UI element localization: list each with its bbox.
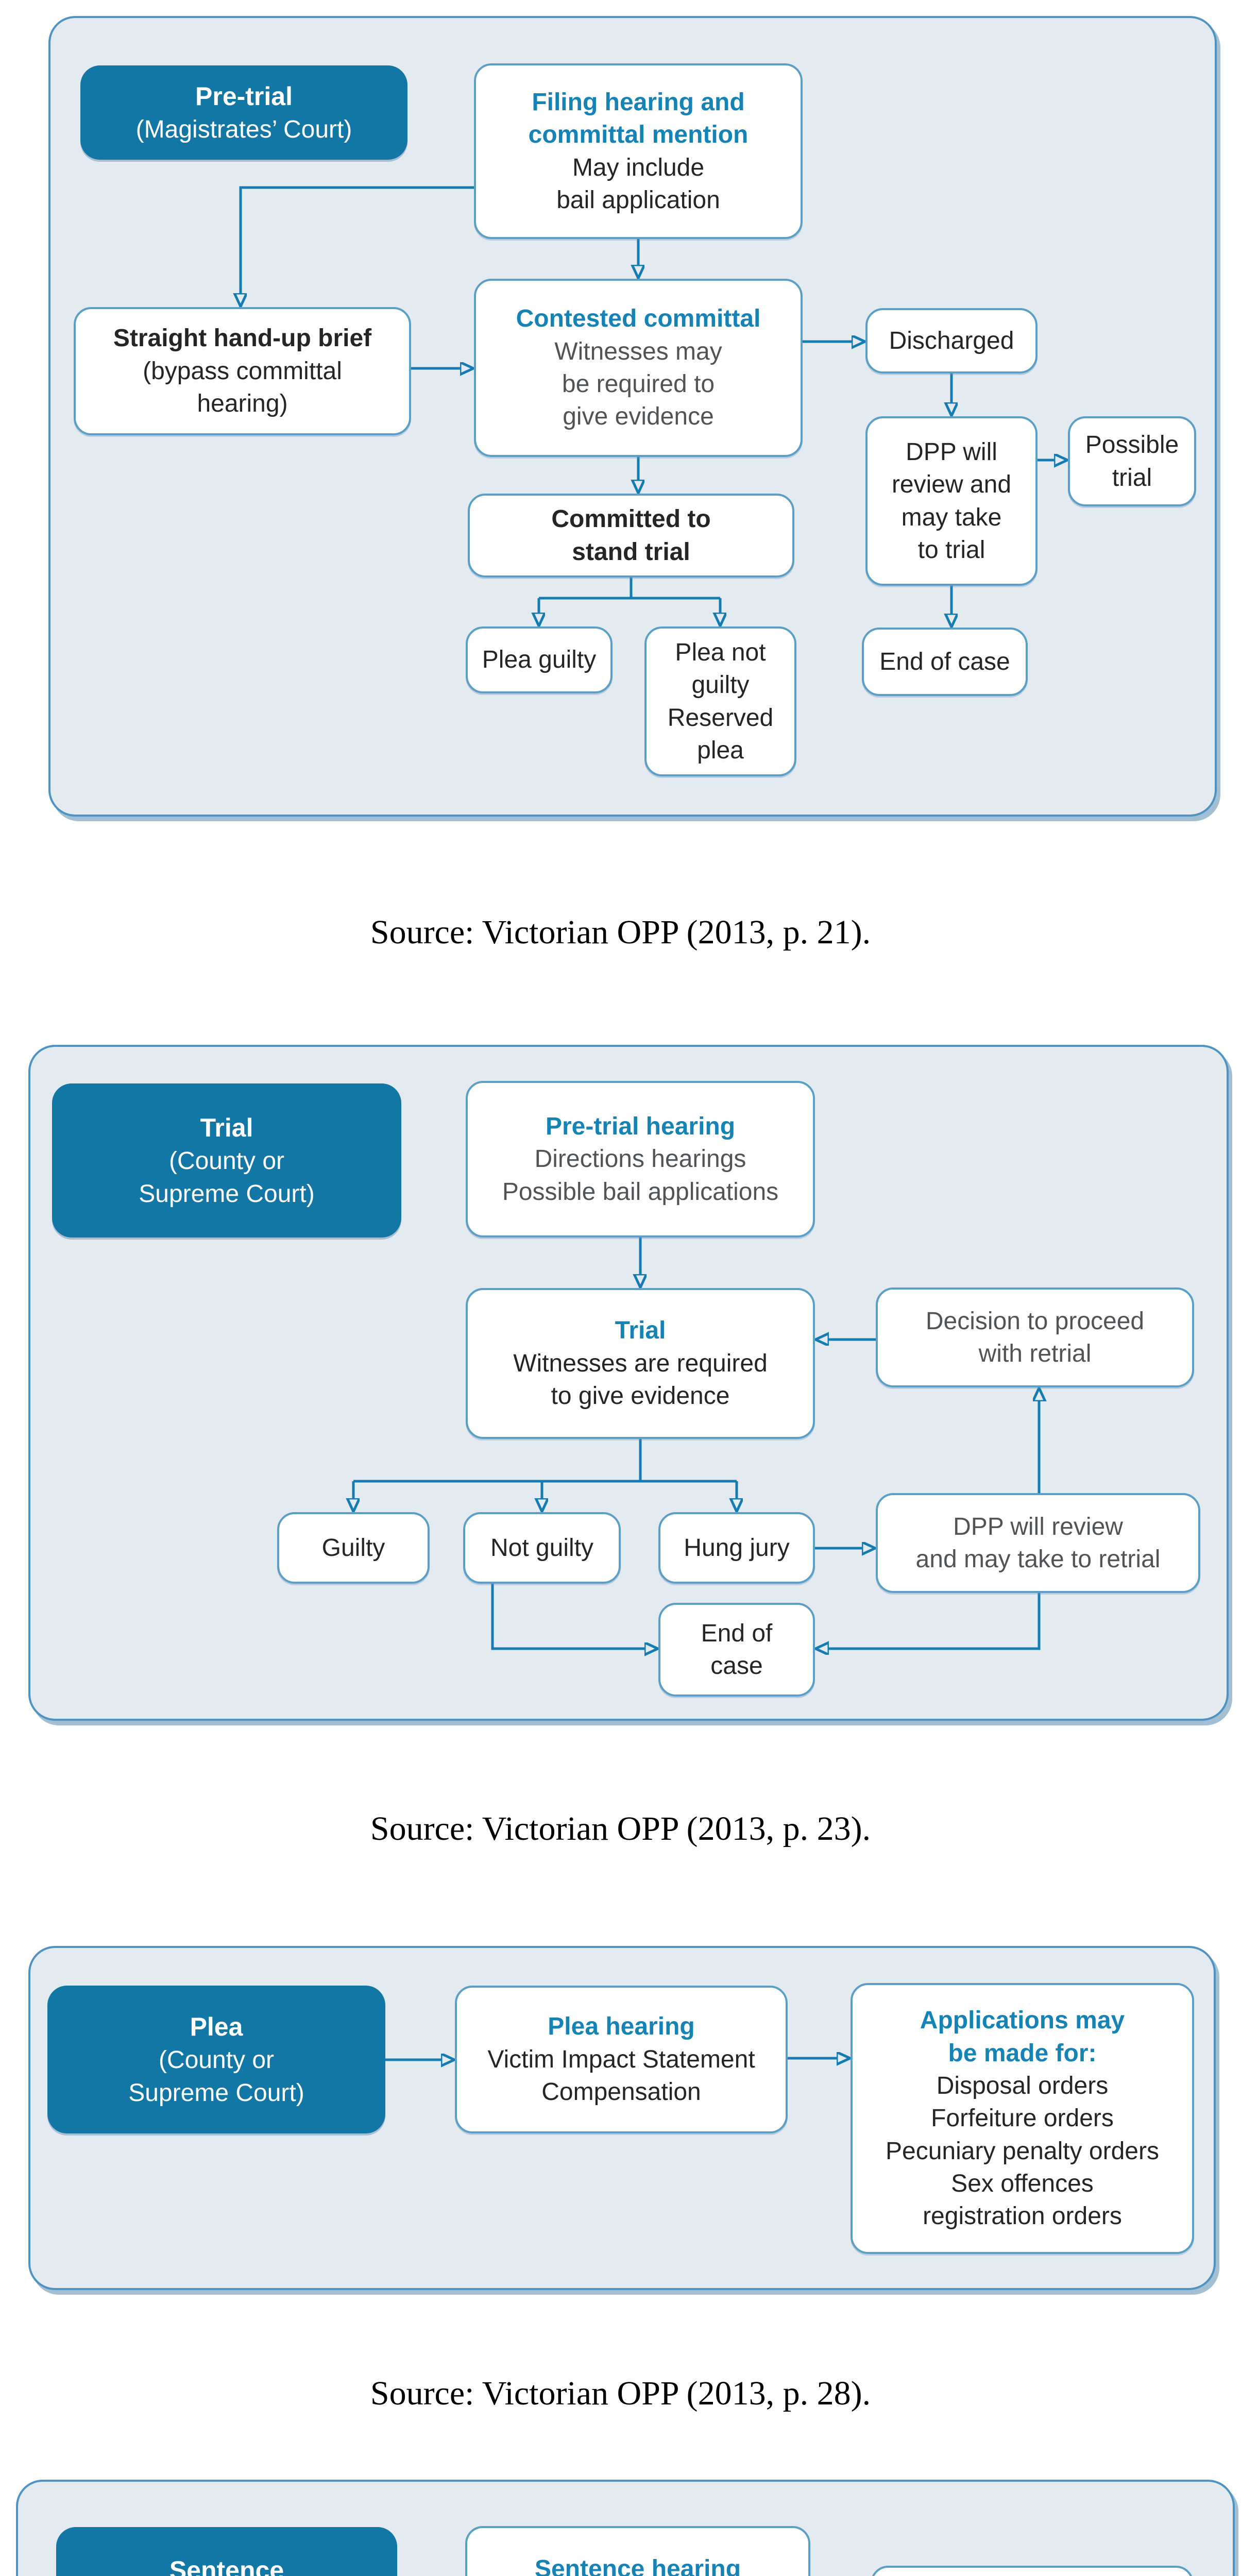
box-end-of-case: End of case [658,1603,815,1697]
box-body: Decision to proceed with retrial [925,1307,1145,1367]
stage-header-pretrial: Pre-trial (Magistrates’ Court) [80,65,407,160]
box-body: Discharged [889,327,1014,354]
source-caption-pretrial: Source: Victorian OPP (2013, p. 21). [370,913,871,951]
box-body: Possible trial [1085,431,1179,492]
box-dpp-review-may-take-to-trial: DPP will review and may take to trial [865,416,1038,586]
box-body: Not guilty [490,1534,594,1562]
box-plea-guilty: Plea guilty [466,626,613,693]
source-caption-plea: Source: Victorian OPP (2013, p. 28). [370,2375,871,2412]
box-body: Committed to stand trial [551,505,711,566]
box-heading: Contested committal [516,305,761,333]
box-trial-witnesses: Trial Witnesses are required to give evi… [466,1288,815,1439]
stage-subtitle: (Magistrates’ Court) [135,115,352,143]
box-possible-trial: Possible trial [1068,416,1196,506]
box-body: Guilty [321,1534,385,1562]
box-heading: Trial [615,1317,666,1345]
stage-title: Pre-trial [195,81,293,111]
box-guilty: Guilty [277,1512,430,1584]
stage-subtitle: (County or Supreme Court) [139,1147,315,1208]
box-applications-may-be-made-for: Applications may be made for: Disposal o… [851,1983,1194,2254]
box-body: May include bail application [556,154,720,214]
stage-header-plea: Plea (County or Supreme Court) [47,1986,385,2133]
box-body: Plea guilty [482,646,597,674]
box-dpp-review-may-take-to-retrial: DPP will review and may take to retrial [876,1493,1200,1593]
box-heading: Filing hearing and committal mention [528,88,749,149]
box-plea-not-guilty-reserved-plea: Plea not guilty Reserved plea [644,626,796,776]
box-end-of-case: End of case [871,2566,1194,2576]
stage-header-trial: Trial (County or Supreme Court) [52,1083,401,1238]
stage-title: Trial [200,1113,253,1143]
box-decision-to-proceed-with-retrial: Decision to proceed with retrial [876,1287,1194,1387]
stage-title: Plea [190,2012,243,2042]
box-body: Plea not guilty Reserved plea [667,638,774,764]
box-body: Victim Impact Statement Compensation [487,2045,755,2106]
box-heading: Applications may be made for: [920,2007,1125,2067]
box-body: End of case [701,1619,773,1680]
box-plea-hearing: Plea hearing Victim Impact Statement Com… [455,1986,788,2133]
stage-header-sentence: Sentence (County or Supreme Court) [56,2527,397,2576]
box-body: Hung jury [684,1534,790,1562]
box-heading: Straight hand-up brief [113,325,372,352]
box-body: DPP will review and may take to trial [891,438,1012,564]
box-heading: Pre-trial hearing [545,1112,736,1140]
box-filing-hearing-committal-mention: Filing hearing and committal mention May… [474,63,803,239]
box-heading: Sentence hearing [534,2555,741,2576]
box-hung-jury: Hung jury [658,1512,815,1584]
box-discharged: Discharged [865,308,1038,374]
box-body: DPP will review and may take to retrial [915,1513,1161,1573]
box-body: Directions hearings Possible bail applic… [502,1145,779,1206]
box-body: Witnesses may be required to give eviden… [554,337,722,431]
box-not-guilty: Not guilty [463,1512,621,1584]
box-straight-hand-up-brief: Straight hand-up brief (bypass committal… [74,307,411,435]
box-committed-to-stand-trial: Committed to stand trial [468,494,794,578]
box-body: Disposal orders Forfeiture orders Pecuni… [886,2072,1159,2230]
box-sentence-hearing: Sentence hearing Post sentence consider … [465,2526,810,2576]
box-pretrial-hearing: Pre-trial hearing Directions hearings Po… [466,1081,815,1238]
stage-title: Sentence [169,2556,284,2576]
box-body: (bypass committal hearing) [143,357,342,418]
box-body: End of case [879,648,1010,675]
box-body: Witnesses are required to give evidence [513,1349,768,1410]
box-contested-committal: Contested committal Witnesses may be req… [474,279,803,457]
source-caption-trial: Source: Victorian OPP (2013, p. 23). [370,1810,871,1848]
stage-subtitle: (County or Supreme Court) [128,2046,304,2107]
box-heading: Plea hearing [548,2013,695,2041]
box-end-of-case: End of case [862,628,1028,696]
